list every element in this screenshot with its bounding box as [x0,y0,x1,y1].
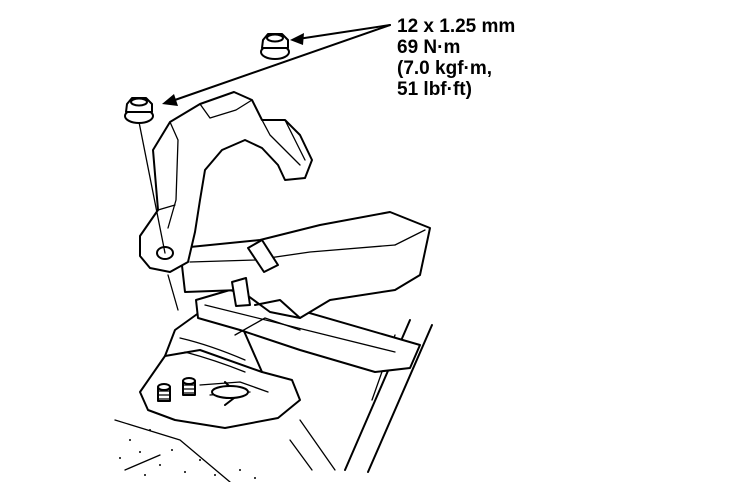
engine-mount [139,311,301,429]
mount-stud-right [182,377,196,396]
torque-spec-label: 12 x 1.25 mm 69 N·m (7.0 kgf·m, 51 lbf·f… [397,16,515,100]
cross-tube [179,211,431,319]
spec-line-3: (7.0 kgf·m, [397,58,493,79]
mount-bracket [139,91,313,273]
ground-stipple [114,419,256,482]
guide-line [138,121,166,254]
mount-stud-left [157,383,171,402]
spec-line-2: 69 N·m [397,37,461,58]
flange-nut-upper [260,33,290,60]
guide-line-lower [167,274,179,311]
spec-line-1: 12 x 1.25 mm [397,16,516,37]
leader-arrows [162,24,391,106]
flange-nut-lower [124,97,154,124]
spec-line-4: 51 lbf·ft) [397,79,472,100]
